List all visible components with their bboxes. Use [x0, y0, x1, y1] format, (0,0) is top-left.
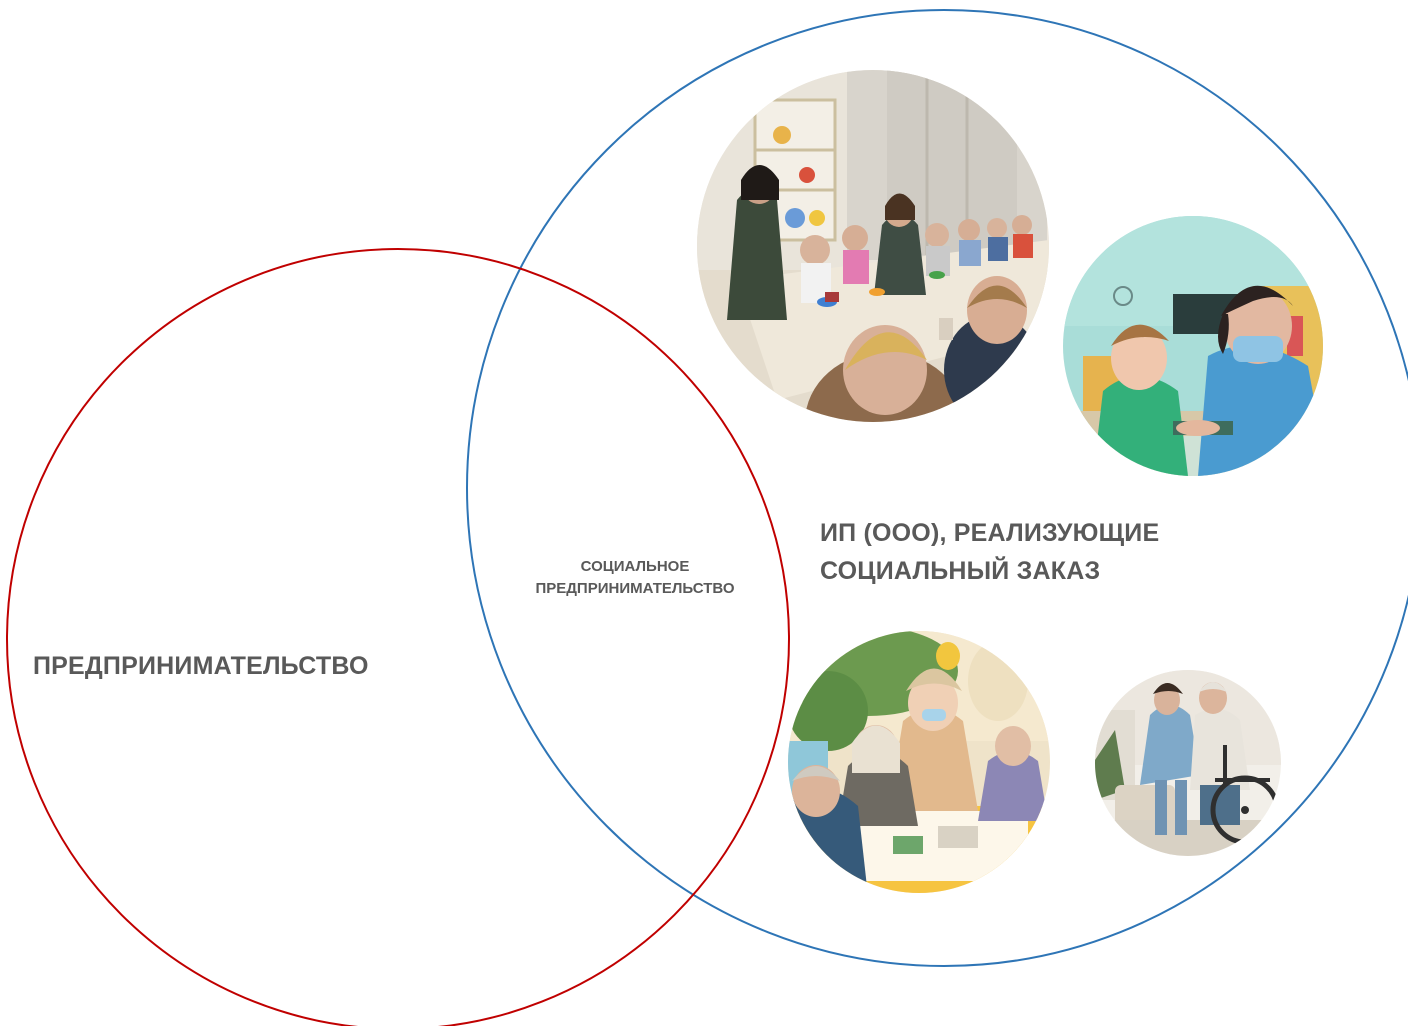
- social-order-label-line-1: ИП (ООО), РЕАЛИЗУЮЩИЕ: [820, 519, 1160, 547]
- social-order-label-line-2: СОЦИАЛЬНЫЙ ЗАКАЗ: [820, 557, 1101, 585]
- wheelchair-assistance-photo: [1095, 670, 1281, 856]
- social-order-label: ИП (ООО), РЕАЛИЗУЮЩИЕ СОЦИАЛЬНЫЙ ЗАКАЗ: [820, 514, 1159, 590]
- social-entrepreneurship-label-line-1: СОЦИАЛЬНОЕ: [580, 558, 690, 575]
- social-entrepreneurship-label-line-2: ПРЕДПРИНИМАТЕЛЬСТВО: [535, 580, 735, 597]
- entrepreneurship-label: ПРЕДПРИНИМАТЕЛЬСТВО: [33, 652, 369, 680]
- circle-entrepreneurship: [6, 248, 790, 1026]
- circle-social-order: [466, 9, 1408, 967]
- social-entrepreneurship-label: СОЦИАЛЬНОЕ ПРЕДПРИНИМАТЕЛЬСТВО: [498, 556, 772, 600]
- child-with-caregiver-photo: [1063, 216, 1323, 476]
- children-classroom-photo: [697, 70, 1049, 422]
- elderly-activity-photo: [788, 631, 1050, 893]
